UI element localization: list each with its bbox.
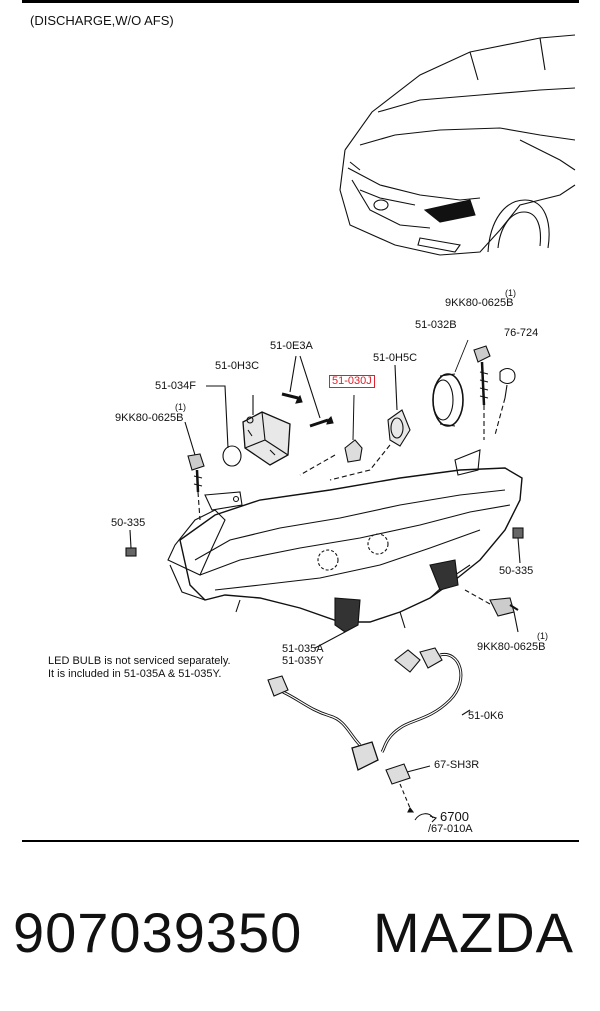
label-51-0k6: 51-0K6 — [468, 710, 504, 722]
clip-50-335-right — [512, 527, 524, 564]
label-9kk80-left: 9KK80-0625B — [115, 412, 184, 424]
car-illustration — [339, 34, 576, 256]
headlamp-assembly — [167, 449, 523, 633]
igniter-part — [329, 364, 411, 481]
label-51-0e3a: 51-0E3A — [270, 340, 313, 352]
label-6700: 6700 — [440, 809, 469, 824]
bolt-right — [464, 589, 519, 633]
label-51-035y: 51-035Y — [282, 655, 324, 667]
screw-pair — [281, 355, 334, 428]
label-9kk80-top: 9KK80-0625B — [445, 297, 514, 309]
connector-67-sh3r — [385, 763, 431, 813]
label-9kk80-right: 9KK80-0625B — [477, 641, 546, 653]
label-50-335-left: 50-335 — [111, 517, 146, 529]
label-67-010a: /67-010A — [428, 823, 473, 835]
bulb-socket-ring — [432, 339, 469, 427]
label-51-035a: 51-035A — [282, 643, 324, 655]
qty-9kk-top: (1) — [505, 288, 516, 298]
label-51-032b: 51-032B — [415, 319, 457, 331]
label-51-034f: 51-034F — [155, 380, 196, 392]
label-51-030j-highlighted: 51-030J — [329, 375, 375, 388]
mounting-bracket — [204, 491, 243, 511]
qty-9kk-right: (1) — [537, 631, 548, 641]
bottom-rule — [22, 840, 579, 842]
wiring-harness — [267, 647, 471, 771]
service-note-line2: It is included in 51-035A & 51-035Y. — [48, 668, 222, 680]
label-50-335-right: 50-335 — [499, 565, 534, 577]
leader-51-035a — [314, 631, 346, 649]
part-number: 907039350 — [13, 901, 303, 964]
bolt-left — [184, 421, 205, 521]
seal-ring — [206, 385, 242, 467]
ballast-unit — [242, 395, 291, 466]
hid-bulb — [299, 394, 363, 476]
clip-50-335-left — [125, 529, 137, 557]
clip-76-724 — [494, 367, 516, 436]
label-76-724: 76-724 — [504, 327, 539, 339]
service-note: LED BULB is not serviced separately. It … — [48, 655, 231, 681]
service-note-line1: LED BULB is not serviced separately. — [48, 655, 231, 667]
diagram-heading: (DISCHARGE,W/O AFS) — [30, 13, 174, 28]
label-67-sh3r: 67-SH3R — [434, 759, 480, 771]
label-51-0h3c: 51-0H3C — [215, 360, 260, 372]
brand-name: MAZDA — [373, 901, 574, 964]
harness-reference-icon — [414, 813, 438, 823]
top-rule — [22, 0, 579, 3]
label-51-0h5c: 51-0H5C — [373, 352, 418, 364]
bolt-top-right — [473, 345, 491, 440]
qty-9kk-left: (1) — [175, 402, 186, 412]
